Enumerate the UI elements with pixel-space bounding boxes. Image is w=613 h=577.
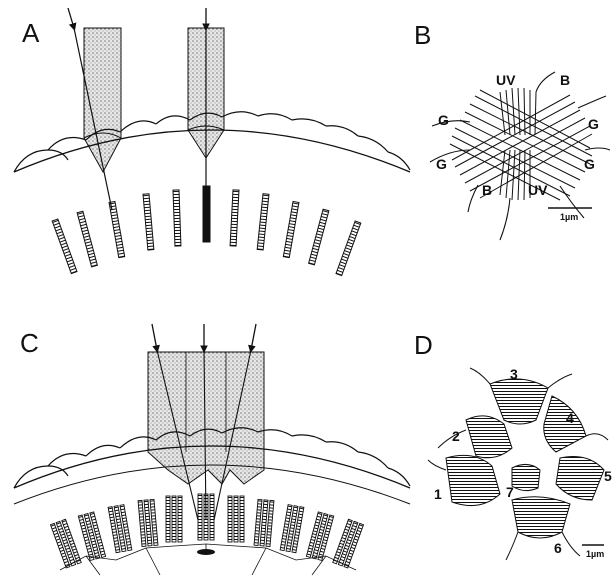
label-uv-bottom: UV	[528, 182, 547, 198]
label-uv-top: UV	[496, 72, 515, 88]
rhabdomere-3	[490, 379, 548, 424]
scale-label-b: 1µm	[560, 212, 578, 222]
rhabdom-icon	[283, 201, 299, 257]
rhabdomere-5	[556, 457, 604, 501]
label-g-left-lower: G	[436, 156, 447, 172]
label-1: 1	[434, 486, 442, 502]
label-g-left-upper: G	[438, 112, 449, 128]
label-3: 3	[510, 366, 518, 382]
label-b-bottom: B	[482, 182, 492, 198]
label-7: 7	[506, 484, 514, 500]
label-b-top: B	[560, 72, 570, 88]
panel-b-letter: B	[414, 20, 431, 51]
panel-a-letter: A	[22, 18, 39, 49]
rhabdomere-7	[512, 464, 540, 490]
synapse-marker-c	[197, 549, 215, 555]
label-4: 4	[566, 410, 574, 426]
rhabdom-icon	[52, 219, 77, 274]
label-g-right-lower: G	[584, 156, 595, 172]
rhabdom-icon	[257, 194, 269, 250]
rhabdom-highlighted	[203, 186, 210, 242]
scale-label-d: 1µm	[586, 549, 604, 559]
rhabdomere-2	[466, 416, 512, 458]
rhabdom-icon	[336, 221, 361, 276]
light-ray-arrow-icon	[251, 324, 256, 350]
rhabdom-icon	[309, 209, 329, 265]
panel-c	[14, 324, 410, 575]
label-6: 6	[554, 540, 562, 556]
rhabdom-icon	[143, 194, 154, 250]
light-ray-arrow-icon	[68, 8, 74, 28]
panel-b	[430, 72, 610, 240]
rhabdomere-6	[512, 497, 570, 538]
light-ray-arrow-icon	[152, 324, 157, 350]
rhabdomere-rosette-b	[450, 88, 592, 200]
panel-d	[428, 368, 608, 560]
panel-c-letter: C	[20, 328, 39, 359]
panel-a	[14, 8, 410, 276]
rhabdomere-1	[446, 455, 500, 505]
rhabdom-icon	[230, 190, 239, 246]
rhabdom-icon	[173, 190, 181, 246]
label-5: 5	[604, 468, 612, 484]
label-g-right-upper: G	[588, 116, 599, 132]
rhabdom-icon	[77, 211, 97, 267]
panel-d-letter: D	[414, 330, 433, 361]
rhabdoms-a	[52, 186, 361, 276]
rhabdomere-4	[544, 396, 586, 452]
label-2: 2	[452, 428, 460, 444]
